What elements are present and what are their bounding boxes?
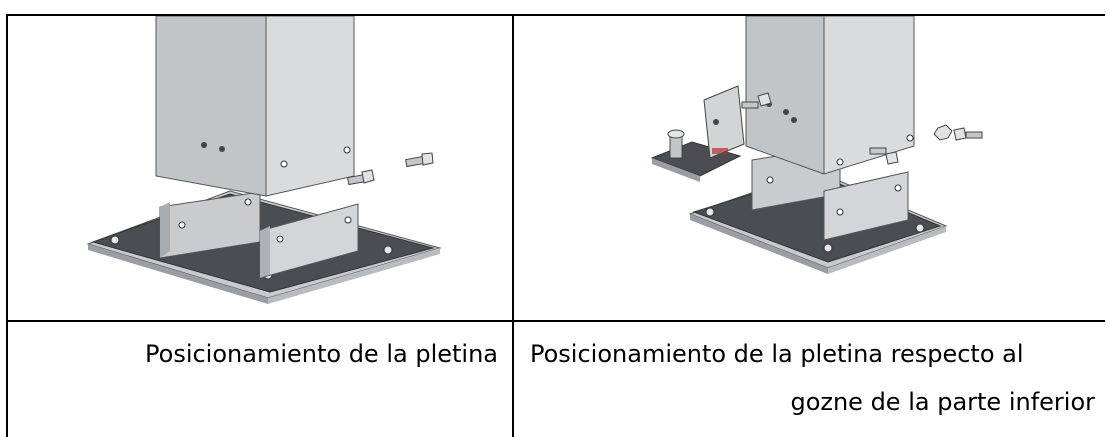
bolt-icon xyxy=(741,92,772,109)
post-hinge-illustration xyxy=(650,16,983,274)
hinge-icon xyxy=(650,85,745,182)
table-border-left xyxy=(6,14,8,437)
bolt-icon xyxy=(405,152,434,168)
table-border-center xyxy=(512,14,514,437)
bolt-icon xyxy=(953,127,983,141)
caption-right-line-2: gozne de la parte inferior xyxy=(790,388,1095,416)
caption-right-line-1: Posicionamiento de la pletina respecto a… xyxy=(530,340,1024,368)
caption-left: Posicionamiento de la pletina xyxy=(145,340,498,368)
bolt-icon xyxy=(869,147,899,165)
figure-left-post-base xyxy=(8,16,512,320)
table-border-middle xyxy=(6,320,1105,322)
figure-right-post-hinge xyxy=(514,16,1109,320)
nut-icon xyxy=(933,124,953,141)
table-border-top xyxy=(6,14,1105,16)
post-base-illustration xyxy=(86,16,442,304)
bolt-icon xyxy=(347,169,375,186)
